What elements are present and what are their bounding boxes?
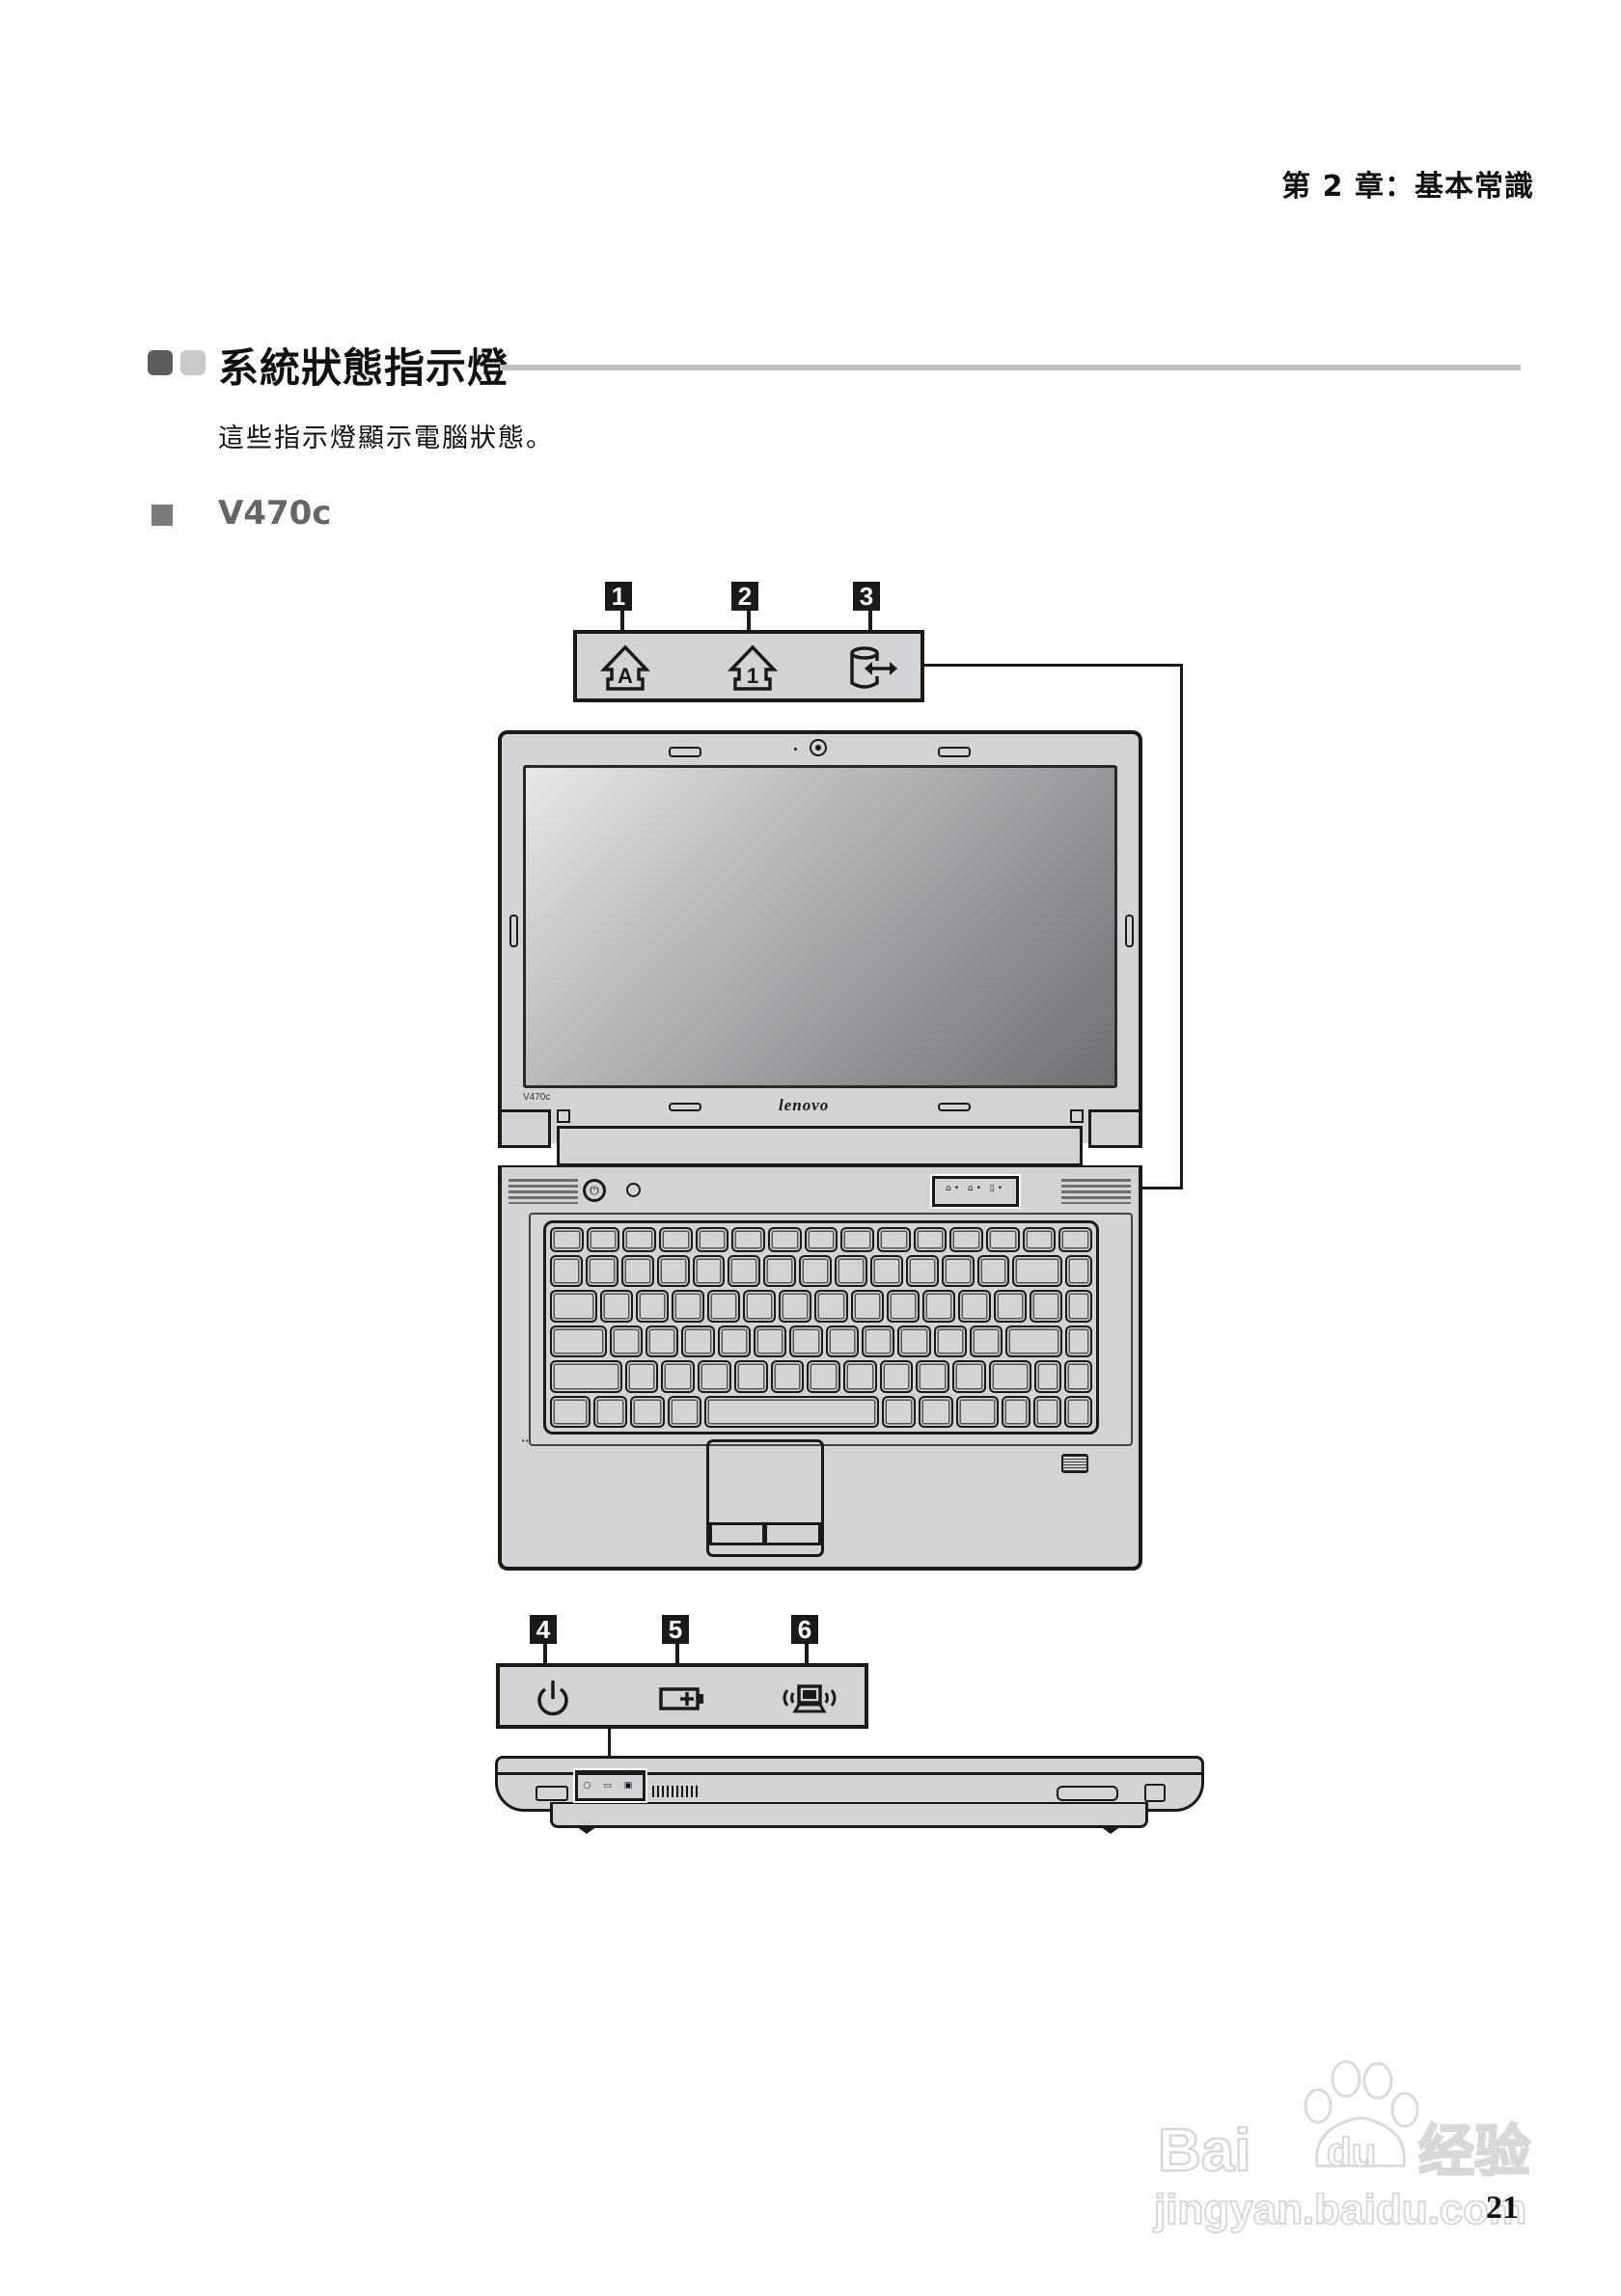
top-mic-right xyxy=(938,747,971,757)
touchpad-left-button[interactable] xyxy=(709,1522,765,1545)
webcam-icon xyxy=(810,739,827,756)
fingerprint-reader xyxy=(1061,1454,1088,1473)
laptop-screen xyxy=(523,765,1117,1088)
svg-text:jingyan.baidu.com: jingyan.baidu.com xyxy=(1153,2186,1526,2233)
section-marker-light xyxy=(180,350,206,375)
wireless-icon xyxy=(776,1675,843,1723)
keyboard-row-bottom xyxy=(550,1395,1092,1429)
svg-text:1: 1 xyxy=(747,664,758,688)
power-button[interactable]: ⏻ xyxy=(583,1179,606,1202)
power-icon xyxy=(529,1675,577,1723)
touchpad[interactable] xyxy=(706,1439,824,1557)
battery-charging-icon xyxy=(654,1675,712,1723)
callout-stem-4 xyxy=(543,1644,547,1665)
callout-number-4: 4 xyxy=(530,1615,557,1644)
callout-number-5: 5 xyxy=(662,1615,689,1644)
keyboard-row-shift xyxy=(550,1360,1092,1393)
svg-text:du: du xyxy=(1327,2129,1376,2174)
keyboard-row-qwerty xyxy=(550,1290,1092,1323)
wireless-switch[interactable] xyxy=(1144,1784,1166,1802)
front-status-indicators: ○ ▭ ▣ xyxy=(573,1768,647,1803)
bottom-mic-left xyxy=(669,1103,701,1111)
mic-pinhole: •• xyxy=(521,1437,530,1445)
page-number: 21 xyxy=(1486,2190,1519,2226)
memory-card-slot[interactable] xyxy=(1057,1786,1118,1801)
hard-disk-activity-icon xyxy=(845,642,903,695)
callout-number-6: 6 xyxy=(791,1615,818,1644)
hinge-right xyxy=(1088,1109,1142,1148)
baidu-watermark: Bai du 经验 jingyan.baidu.com xyxy=(1148,2050,1534,2243)
callout-number-1: 1 xyxy=(605,582,632,611)
num-lock-icon: 1 xyxy=(724,642,782,695)
keyboard-row-function xyxy=(550,1227,1093,1252)
webcam-led xyxy=(794,748,797,751)
bottom-mic-right xyxy=(938,1103,971,1111)
section-marker-dark xyxy=(148,350,173,375)
keyboard-status-indicators: ⌂• ⌂• ▯• xyxy=(930,1174,1021,1209)
leader-line-top-v xyxy=(1180,664,1183,1189)
callout-stem-2 xyxy=(747,611,751,632)
section-title: 系統狀態指示燈 xyxy=(218,344,509,392)
section-rule xyxy=(500,365,1521,370)
callout-stem-5 xyxy=(675,1644,679,1665)
svg-text:A: A xyxy=(618,664,633,688)
section-intro: 這些指示燈顯示電腦狀態。 xyxy=(218,424,554,453)
onekey-rescue-button[interactable] xyxy=(626,1183,641,1197)
hinge-cover xyxy=(557,1126,1083,1166)
foot-left xyxy=(576,1826,597,1834)
lid-latch-right xyxy=(1125,915,1134,947)
model-label: V470c xyxy=(218,494,332,533)
model-badge: V470c xyxy=(523,1092,551,1103)
front-vent xyxy=(652,1786,699,1797)
svg-text:Bai: Bai xyxy=(1158,2118,1250,2184)
touchpad-right-button[interactable] xyxy=(764,1522,821,1545)
callout-number-2: 2 xyxy=(731,582,758,611)
bumper-left xyxy=(557,1109,570,1123)
front-underside xyxy=(550,1802,1148,1828)
keyboard xyxy=(543,1220,1099,1435)
caps-lock-icon: A xyxy=(596,642,654,695)
speaker-grille-right xyxy=(1061,1179,1131,1204)
speaker-grille-left xyxy=(508,1179,578,1204)
front-indicator-box xyxy=(496,1663,868,1729)
hinge-left xyxy=(498,1109,551,1148)
brand-logo: lenovo xyxy=(779,1096,830,1114)
keyboard-row-home xyxy=(550,1325,1093,1358)
callout-stem-1 xyxy=(620,611,624,632)
front-switch-left[interactable] xyxy=(536,1786,568,1801)
keyboard-bezel xyxy=(529,1213,1133,1446)
model-bullet xyxy=(151,505,173,526)
svg-text:经验: 经验 xyxy=(1418,2118,1530,2184)
top-mic-left xyxy=(669,747,701,757)
top-indicator-box: A 1 xyxy=(573,630,924,702)
callout-stem-3 xyxy=(868,611,872,632)
leader-line-front xyxy=(608,1729,611,1765)
callout-number-3: 3 xyxy=(853,582,880,611)
chapter-header: 第 2 章：基本常識 xyxy=(1281,170,1534,204)
bumper-right xyxy=(1070,1109,1084,1123)
callout-stem-6 xyxy=(805,1644,809,1665)
lid-latch-left xyxy=(509,915,518,947)
keyboard-row-number xyxy=(550,1255,1093,1288)
leader-line-top-h xyxy=(924,664,1183,667)
foot-right xyxy=(1100,1826,1121,1834)
